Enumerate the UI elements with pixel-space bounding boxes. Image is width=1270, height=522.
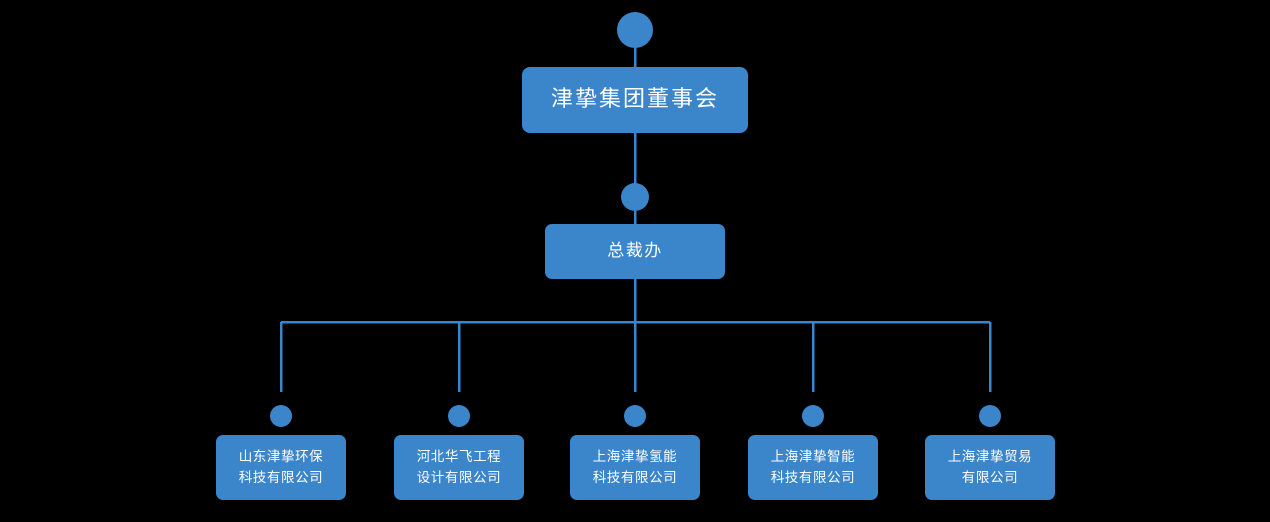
- node-bullet-leaf-3: [624, 405, 646, 427]
- node-bullet-leaf-4: [802, 405, 824, 427]
- node-box-root[interactable]: 津挚集团董事会: [522, 67, 748, 133]
- node-label-leaf-1: 山东津挚环保 科技有限公司: [238, 448, 324, 486]
- node-bullet-mid: [621, 183, 649, 211]
- node-label-root: 津挚集团董事会: [550, 87, 719, 113]
- node-box-leaf-4[interactable]: 上海津挚智能 科技有限公司: [748, 435, 878, 500]
- node-bullet-leaf-5: [979, 405, 1001, 427]
- node-label-mid: 总裁办: [607, 241, 663, 262]
- node-label-leaf-4: 上海津挚智能 科技有限公司: [770, 448, 856, 486]
- node-box-leaf-3[interactable]: 上海津挚氢能 科技有限公司: [570, 435, 700, 500]
- node-box-leaf-2[interactable]: 河北华飞工程 设计有限公司: [394, 435, 524, 500]
- node-label-leaf-2: 河北华飞工程 设计有限公司: [416, 448, 502, 486]
- node-box-leaf-1[interactable]: 山东津挚环保 科技有限公司: [216, 435, 346, 500]
- node-bullet-leaf-1: [270, 405, 292, 427]
- node-label-leaf-5: 上海津挚贸易 有限公司: [947, 448, 1033, 486]
- node-box-leaf-5[interactable]: 上海津挚贸易 有限公司: [925, 435, 1055, 500]
- node-label-leaf-3: 上海津挚氢能 科技有限公司: [592, 448, 678, 486]
- node-box-mid[interactable]: 总裁办: [545, 224, 725, 279]
- node-bullet-root: [617, 12, 653, 48]
- node-bullet-leaf-2: [448, 405, 470, 427]
